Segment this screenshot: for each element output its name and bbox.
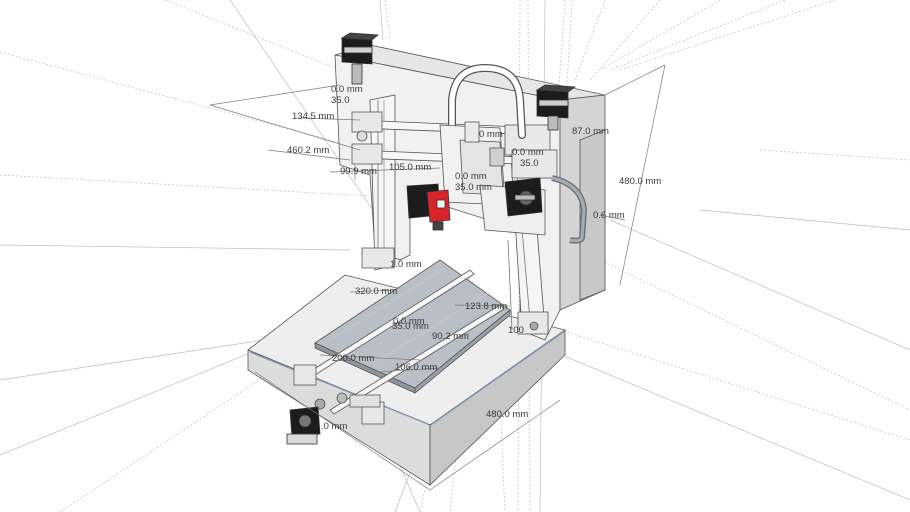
dim-label: 35.0 [520,158,539,169]
dim-label: 99.9 mm [340,166,377,177]
y-axis-rods [293,269,505,425]
stepper-motor-front [286,406,321,445]
dim-label: 320.0 mm [355,286,398,297]
dim-label: 480.0 mm [486,409,529,420]
dim-label: 105.0 mm [389,162,432,173]
dim-label: 0 mm [479,129,503,140]
dim-label: .0 mm [321,421,348,432]
extruder-motor [406,183,451,231]
carriage-motor-right [504,177,543,217]
dim-label: 106.0 mm [395,362,438,373]
dim-label: 0.0 mm [455,171,487,182]
left-z-column [361,94,396,271]
stepper-motor-top-right [535,84,577,131]
dim-label: 0.6 mm [593,210,625,221]
dim-label: 134.5 mm [292,111,335,122]
dim-label: 87.0 mm [572,126,609,137]
dim-label: 0.0 mm [393,316,425,327]
dim-label: 0.0 mm [331,84,363,95]
dim-label: 100 [508,325,524,336]
dim-label: 35.0 mm [455,182,492,193]
dim-label: 1.0 mm [390,259,422,270]
dimension-lines [209,64,666,491]
dim-label: 460.2 mm [287,145,330,156]
dim-label: 480.0 mm [619,176,662,187]
dim-label: 90.2 mm [432,331,469,342]
dim-label: 123.8 mm [465,301,508,312]
dim-label: 200.0 mm [332,353,375,364]
dim-label: 35.0 [331,95,350,106]
dim-label: 0.0 mm [512,147,544,158]
dim-label: 35.0 mm [392,321,429,332]
stepper-motor-top-left [340,32,380,85]
